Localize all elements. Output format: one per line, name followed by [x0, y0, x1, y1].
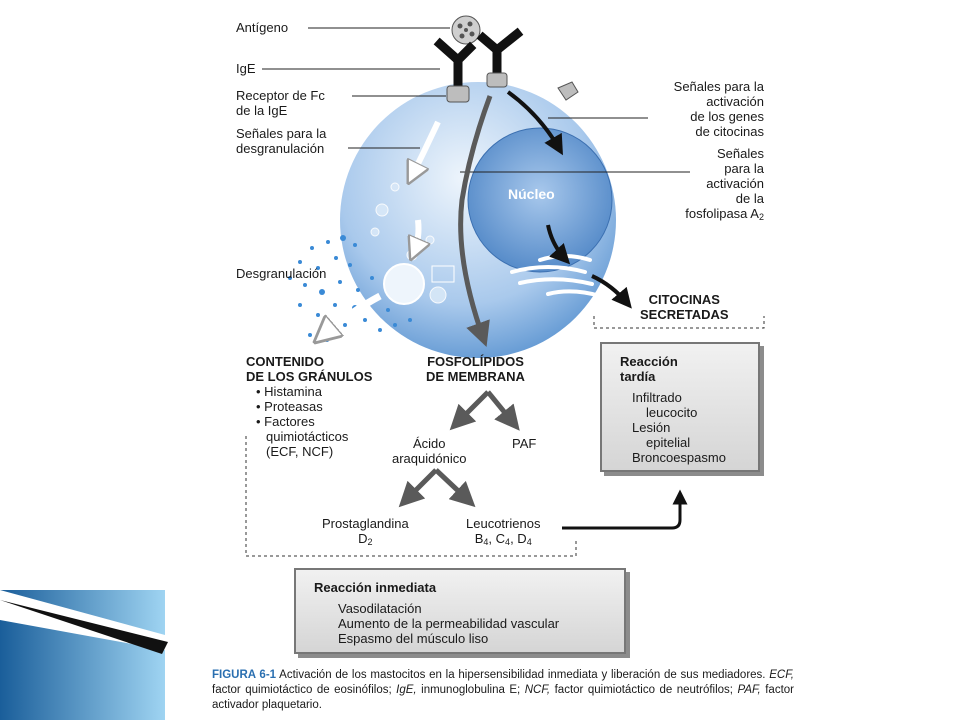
nucleus-golgi-arrow	[546, 224, 571, 265]
paf-label: PAF	[512, 436, 537, 451]
dashed-brackets	[245, 316, 765, 557]
late-reaction-title-2: tardía	[620, 369, 656, 384]
granule-release-arrow	[322, 292, 382, 336]
prostaglandin-label: Prostaglandina D2	[322, 516, 409, 547]
nucleus	[467, 127, 613, 273]
intracellular-granules	[370, 182, 447, 304]
membrane-phospholipids-label: FOSFOLÍPIDOS DE MEMBRANA	[426, 354, 525, 384]
cytokine-signal-label: Señales para la activación de los genes …	[673, 79, 764, 139]
arachidonic-acid-label: Ácido araquidónico	[392, 436, 467, 466]
slide-decoration	[0, 590, 168, 720]
degran-signal-label-1: Señales para la	[236, 126, 327, 141]
exocytosis-vesicle	[383, 263, 425, 305]
late-reaction-arrow	[562, 489, 688, 530]
antigen-particle	[451, 15, 481, 45]
immediate-reaction-title: Reacción inmediata	[314, 580, 437, 595]
late-reaction-title: Reacción	[620, 354, 678, 369]
leader-lines	[262, 27, 690, 173]
degranulation-signal-arrow	[412, 120, 441, 176]
figure-caption: FIGURA 6-1 Activación de los mastocitos …	[212, 669, 794, 711]
receptor-label-1: Receptor de Fc	[236, 88, 325, 103]
degranulation-signal-arrow-2	[414, 219, 419, 252]
degranulation-label: Desgranulación	[236, 266, 327, 281]
leukotrienes-label: Leucotrienos B4, C4, D4	[466, 516, 541, 547]
receptor-label-2: de la IgE	[236, 103, 288, 118]
degran-signal-label-2: desgranulación	[236, 141, 325, 156]
phospholipase-arrow	[458, 95, 493, 348]
late-reaction-box: Reacción tardía Infiltrado leucocito Les…	[600, 342, 760, 472]
nucleus-label: Núcleo	[508, 186, 555, 202]
ige-antibodies	[433, 27, 524, 93]
fc-receptors	[446, 72, 579, 103]
branch-arrows	[398, 390, 520, 508]
cytokine-secretion-arrow	[591, 274, 632, 309]
granule-content: CONTENIDO DE LOS GRÁNULOS • Histamina • …	[246, 354, 373, 459]
antigen-label: Antígeno	[236, 20, 289, 35]
cytokine-gene-arrow	[506, 90, 563, 156]
phospholipase-signal-label: Señales para la activación de la fosfoli…	[685, 146, 764, 222]
ige-label: IgE	[236, 61, 256, 76]
secreted-cytokines-label: CITOCINAS SECRETADAS	[640, 292, 729, 322]
immediate-reaction-box: Reacción inmediata Vasodilatación Aument…	[294, 568, 626, 654]
